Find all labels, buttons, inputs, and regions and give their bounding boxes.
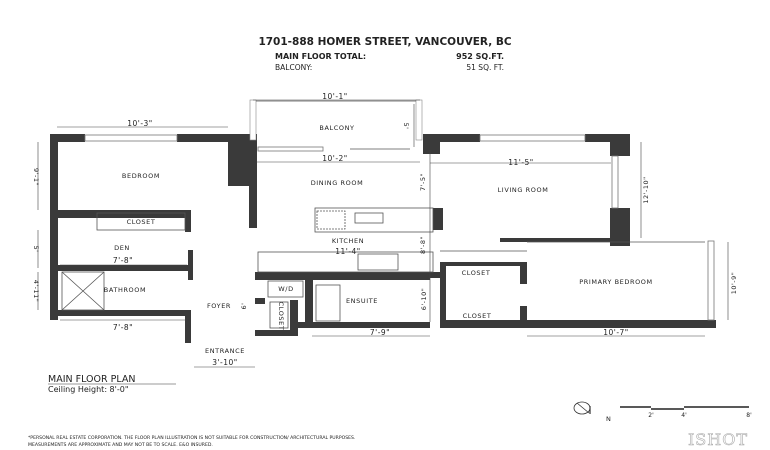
room-label-primary-closet-1: CLOSET	[462, 269, 491, 277]
room-label-bathroom: BATHROOM	[104, 286, 146, 294]
room-label-den: DEN	[114, 244, 130, 252]
dim-dining-width: 10'-2"	[322, 154, 348, 163]
dim-bedroom-depth: 9'-1"	[32, 168, 40, 186]
dim-kitchen-depth: 8'-8"	[419, 236, 427, 254]
dim-bathroom-width: 7'-8"	[113, 323, 133, 332]
dim-living-depth: 12'-10"	[642, 176, 650, 203]
dim-living-width: 11'-5"	[508, 158, 534, 167]
room-label-entrance: ENTRANCE	[205, 347, 245, 355]
room-label-bedroom-closet: CLOSET	[127, 218, 156, 226]
dim-balcony-depth: 5'	[402, 123, 410, 130]
room-label-balcony: BALCONY	[319, 124, 354, 132]
room-label-primary-bedroom: PRIMARY BEDROOM	[579, 278, 652, 286]
address-title: 1701-888 HOMER STREET, VANCOUVER, BC	[258, 36, 511, 48]
compass-icon	[573, 401, 591, 415]
main-floor-value: 952 SQ.FT.	[456, 52, 504, 61]
room-label-bedroom: BEDROOM	[122, 172, 160, 180]
room-label-dining-room: DINING ROOM	[311, 179, 364, 187]
room-label-primary-closet-2: CLOSET	[463, 312, 492, 320]
dim-kitchen-width: 11'-4"	[335, 247, 361, 256]
plan-title: MAIN FLOOR PLAN	[48, 374, 135, 385]
room-label-kitchen: KITCHEN	[332, 237, 364, 245]
compass-north-label: N	[606, 415, 611, 423]
scale-label-8ft: 8'	[746, 412, 752, 419]
walls	[50, 134, 716, 343]
ishot-logo: ISHOT	[688, 430, 748, 450]
room-label-washer-dryer: W/D	[278, 285, 293, 293]
balcony-area-label: BALCONY:	[275, 63, 312, 72]
dimension-lines	[37, 99, 729, 368]
balcony-area-value: 51 SQ. FT.	[466, 63, 504, 72]
scale-label-2ft: 2'	[648, 412, 654, 419]
disclaimer-line-1: *PERSONAL REAL ESTATE CORPORATION. THE F…	[28, 435, 355, 441]
scale-label-4ft: 4'	[681, 412, 687, 419]
room-label-foyer-closet: CLOSET	[277, 302, 285, 331]
dim-entrance-width: 3'-10"	[212, 358, 238, 367]
dim-dining-depth: 7'-5"	[419, 173, 427, 191]
dim-primary-depth: 10'-9"	[730, 272, 738, 295]
dim-bedroom-width: 10'-3"	[127, 119, 153, 128]
dim-den-depth: 5'	[32, 246, 40, 253]
dim-balcony-width: 10'-1"	[322, 92, 348, 101]
windows-and-fixtures	[61, 99, 715, 329]
svg-text:ISHOT: ISHOT	[688, 430, 748, 449]
dim-primary-width: 10'-7"	[603, 328, 629, 337]
ceiling-height: Ceiling Height: 8'-0"	[48, 385, 129, 394]
room-label-foyer: FOYER	[207, 302, 231, 310]
dim-den-width: 7'-8"	[113, 256, 133, 265]
dim-bathroom-depth: 4'-11"	[32, 280, 40, 303]
disclaimer-line-2: MEASUREMENTS ARE APPROXIMATE AND MAY NOT…	[28, 442, 213, 448]
room-label-living-room: LIVING ROOM	[498, 186, 549, 194]
dim-ensuite-depth: 6'-10"	[420, 288, 428, 311]
dim-ensuite-width: 7'-9"	[370, 328, 390, 337]
main-floor-label: MAIN FLOOR TOTAL:	[275, 52, 366, 61]
scale-bar	[620, 406, 749, 410]
dim-foyer-depth: 6'	[240, 303, 248, 310]
room-label-ensuite: ENSUITE	[346, 297, 378, 305]
